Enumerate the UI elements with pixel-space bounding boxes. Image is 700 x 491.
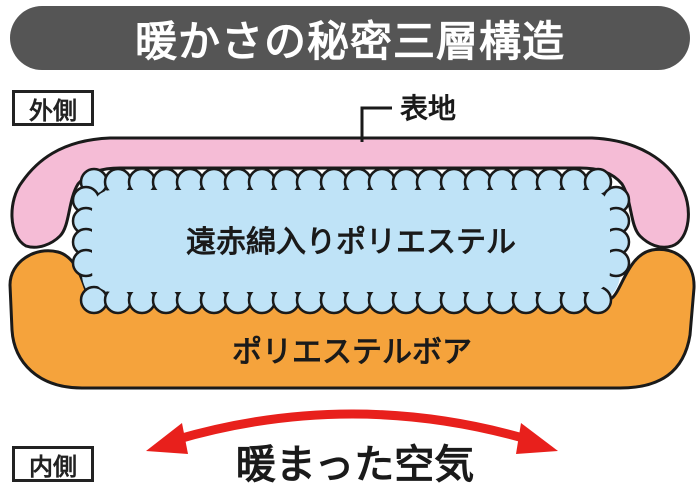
- arrowhead-right-icon: [516, 423, 558, 454]
- inner-layer-label: ポリエステルボア: [232, 335, 472, 370]
- surface-fabric-label: 表地: [400, 92, 456, 125]
- surface-fabric-leader-line: [360, 106, 392, 142]
- outer-fabric-layer: [10, 136, 690, 249]
- middle-layer-label: 遠赤綿入りポリエステル: [186, 225, 516, 260]
- warm-air-label: 暖まった空気: [236, 442, 474, 488]
- inner-side-label: 内側: [12, 446, 94, 482]
- page-title: 暖かさの秘密三層構造: [134, 16, 565, 66]
- middle-padding-layer: [71, 167, 631, 315]
- arrowhead-left-icon: [146, 423, 188, 454]
- warm-air-double-arrow: [146, 409, 558, 454]
- outer-side-label: 外側: [12, 90, 94, 126]
- title-banner: 暖かさの秘密三層構造: [10, 6, 690, 70]
